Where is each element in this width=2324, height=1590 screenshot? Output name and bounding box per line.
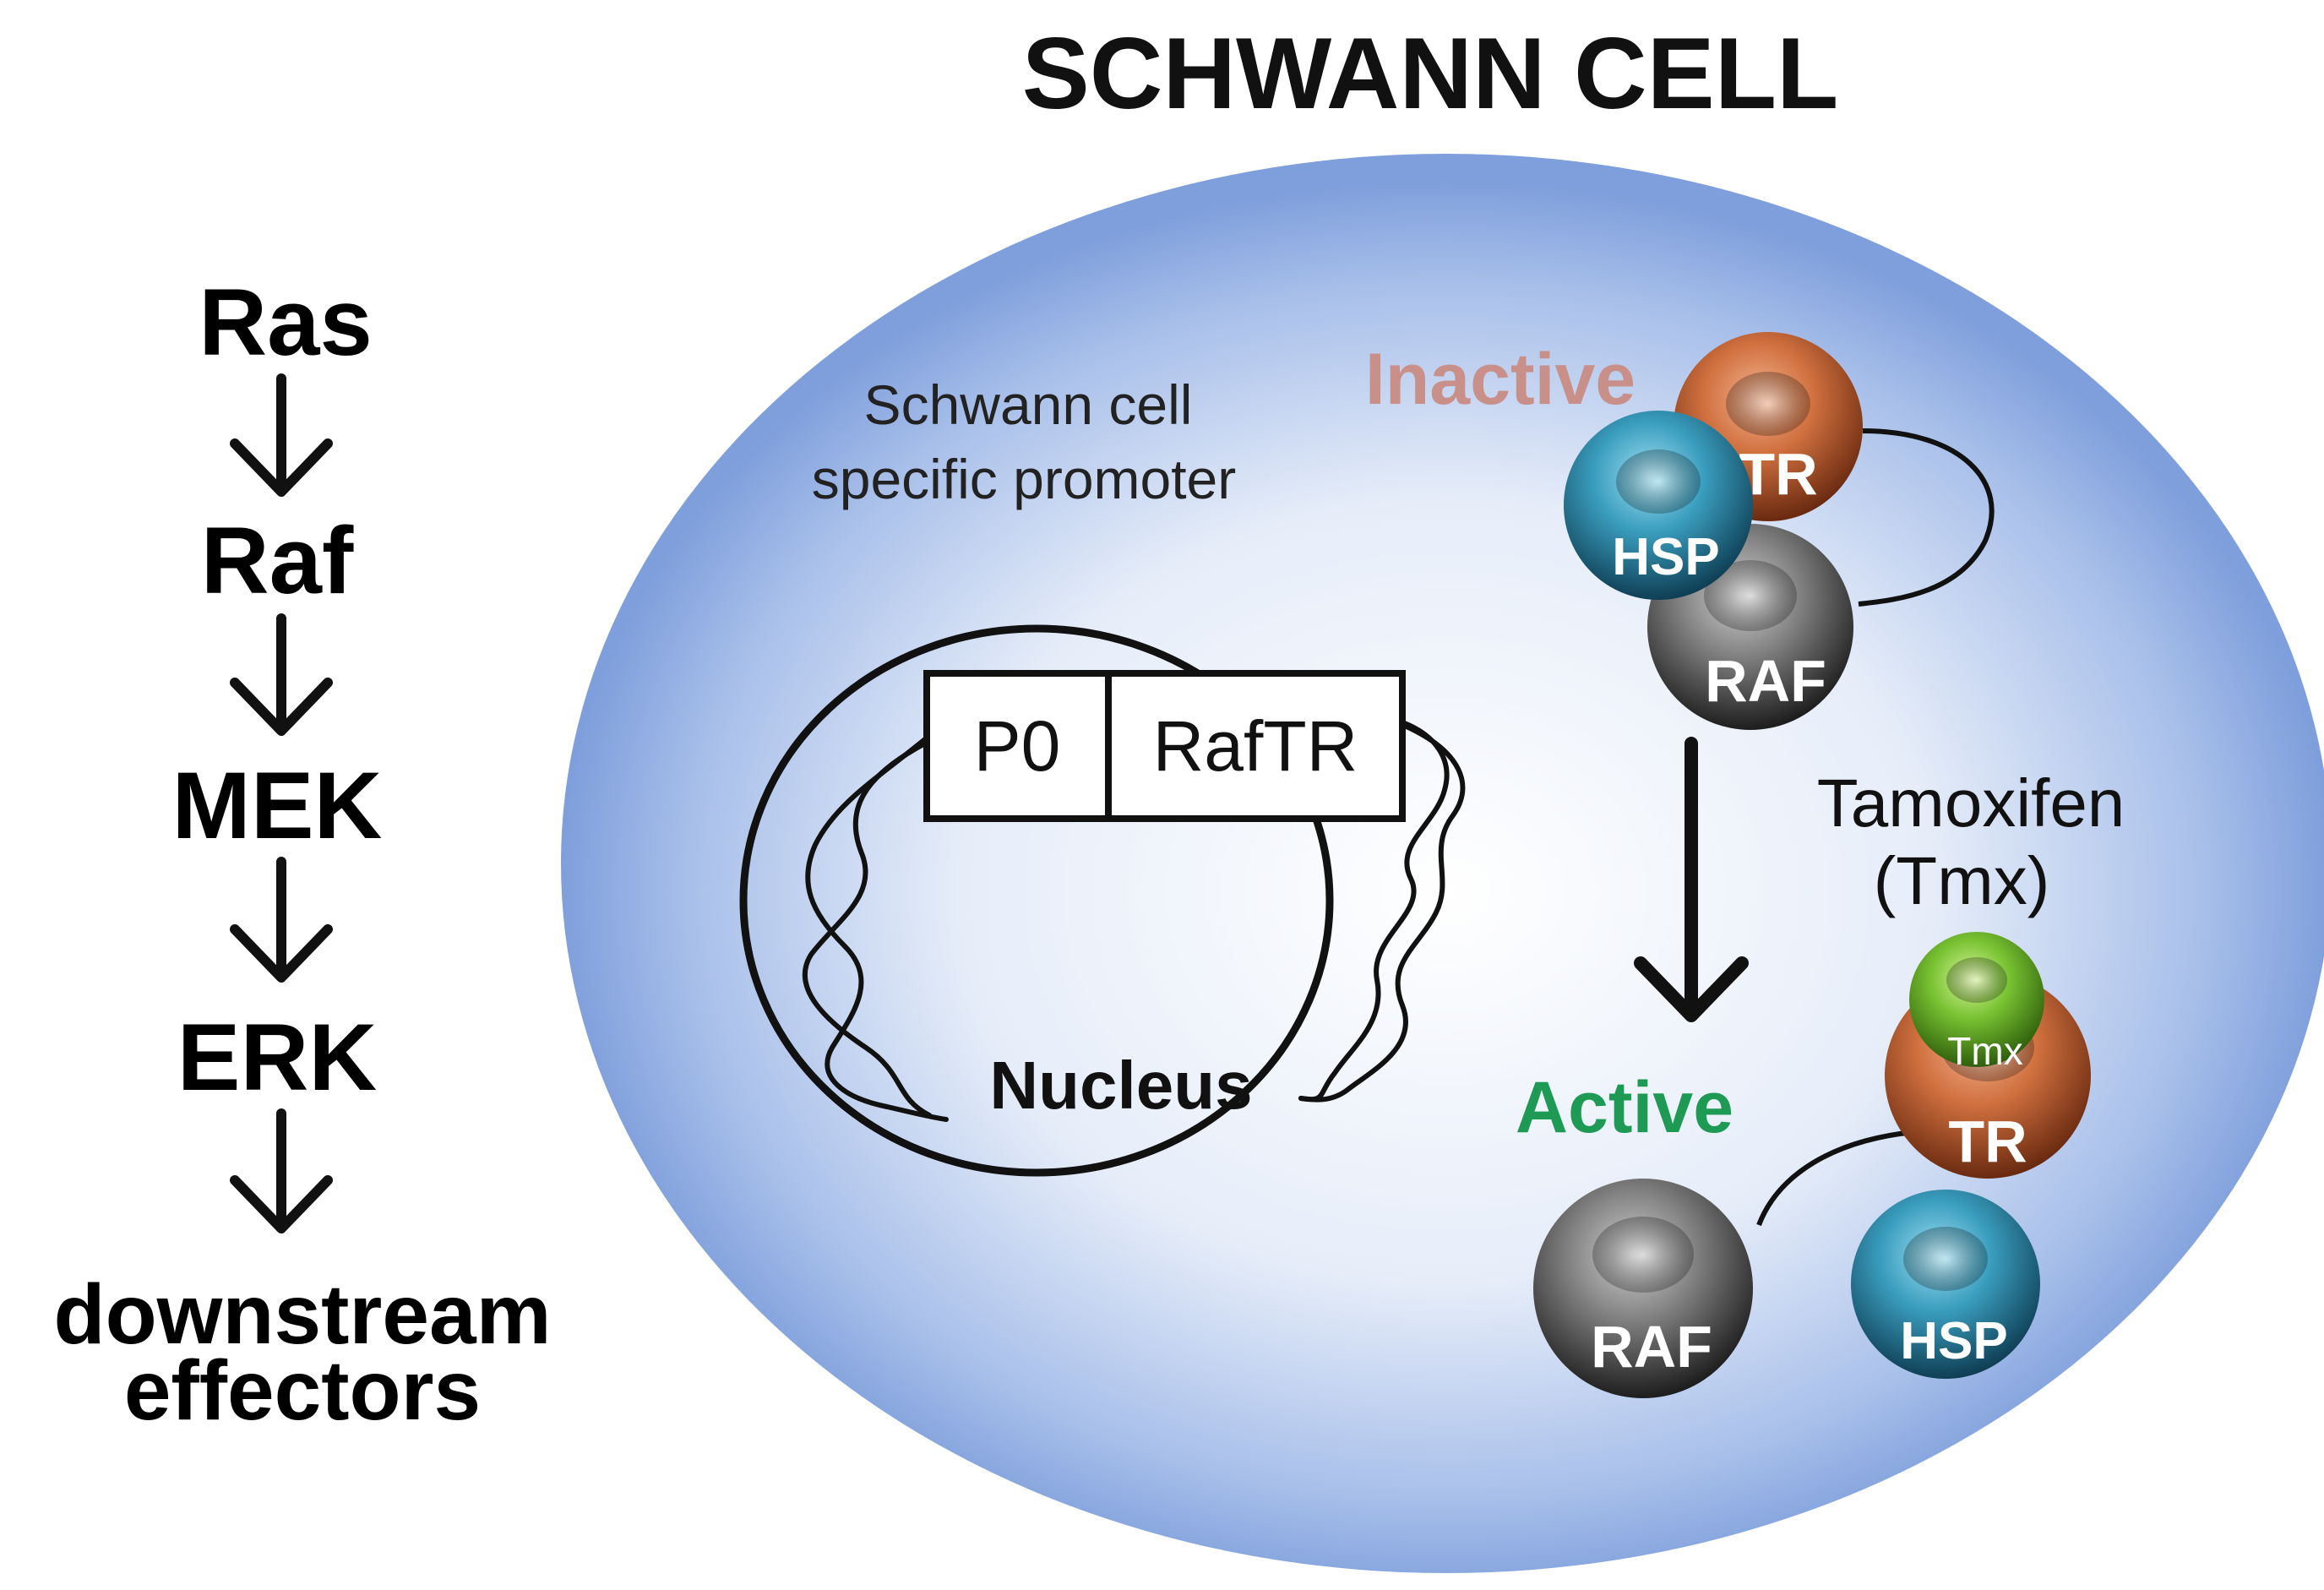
construct-gene-raftr: RafTR [1153,706,1358,786]
active-hsp-protein: HSP [1851,1190,2040,1379]
nucleus [739,624,1334,1177]
nucleus-label: Nucleus [989,1048,1252,1123]
pathway-step-ras: Ras [199,270,372,375]
tamoxifen-arrow [1634,737,1749,1022]
inactive-raf-label: RAF [1705,648,1826,714]
dna-strands [803,720,1466,1122]
active-tr-label: TR [1948,1108,2027,1174]
active-raf-label: RAF [1591,1314,1712,1380]
pathway-step-raf: Raf [201,508,354,613]
active-tmx-molecule: Tmx [1909,932,2044,1073]
inactive-hsp-label: HSP [1612,528,1719,586]
pathway-arrow-3 [230,857,333,983]
pathway-step-erk: ERK [177,1005,377,1110]
tamoxifen-label-line2: (Tmx) [1874,843,2050,918]
pathway-arrow-4 [230,1108,333,1233]
inactive-linker [1858,428,1995,607]
tamoxifen-label-line1: Tamoxifen [1817,765,2125,841]
inactive-label: Inactive [1365,339,1636,420]
pathway-cascade: Ras Raf MEK ERK downstream effectors [53,270,551,1438]
active-raf-protein: RAF [1533,1179,1753,1398]
active-hsp-label: HSP [1900,1312,2007,1370]
pathway-arrow-2 [230,613,333,736]
promoter-label-line2: specific promoter [812,448,1237,510]
active-tmx-label: Tmx [1947,1029,2022,1073]
figure-title: SCHWANN CELL [1022,17,1839,130]
pathway-downstream-line1: downstream [53,1267,551,1362]
active-label: Active [1516,1067,1733,1148]
pathway-step-mek: MEK [172,753,383,858]
construct-promoter-p0: P0 [974,706,1061,786]
inactive-hsp-protein: HSP [1564,411,1753,600]
pathway-downstream-line2: effectors [124,1343,481,1438]
pathway-arrow-1 [230,373,333,497]
transgene-construct: P0 RafTR [923,670,1406,822]
active-linker [1756,1130,1914,1227]
promoter-label-line1: Schwann cell [864,373,1193,436]
